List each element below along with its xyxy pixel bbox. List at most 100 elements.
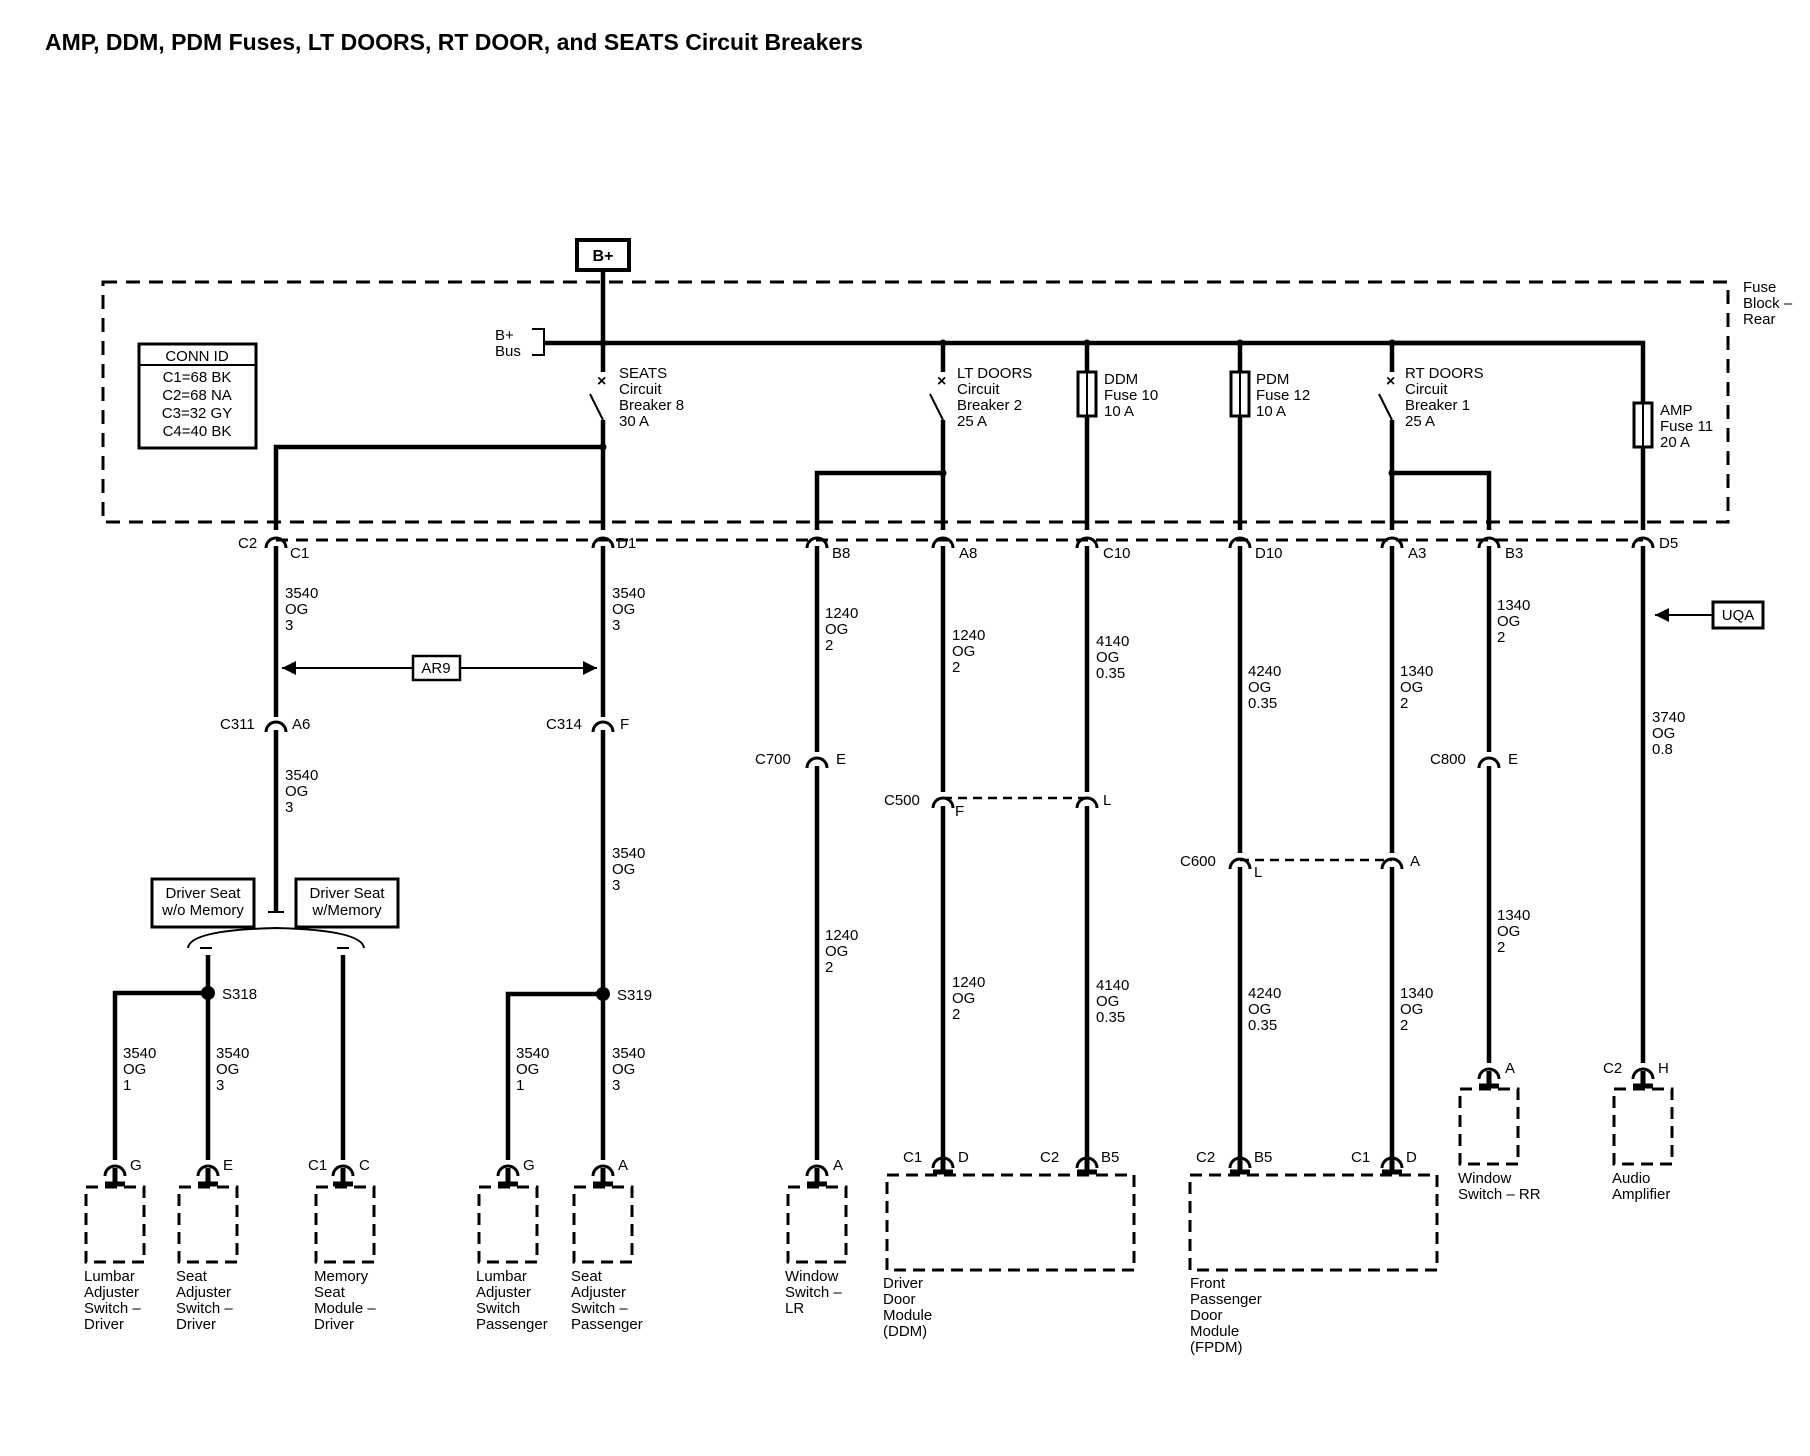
svg-text:Adjuster: Adjuster	[176, 1284, 231, 1301]
svg-text:×: ×	[937, 373, 946, 390]
svg-text:20 A: 20 A	[1660, 434, 1690, 451]
svg-text:OG: OG	[1248, 1001, 1271, 1018]
ar9-reference: AR9	[282, 654, 597, 682]
c314-label: C314	[546, 716, 582, 733]
svg-text:10 A: 10 A	[1104, 403, 1134, 420]
svg-text:1340: 1340	[1497, 907, 1530, 924]
svg-text:Door: Door	[883, 1291, 916, 1308]
wire-3540-lumbar-driver	[112, 990, 208, 1160]
wire-label: 3540 OG 3	[612, 845, 645, 894]
option-driver-seat-w-memory: Driver Seat w/Memory	[294, 877, 400, 929]
svg-text:Breaker 2: Breaker 2	[957, 397, 1022, 414]
svg-text:3: 3	[216, 1077, 224, 1094]
svg-text:Fuse 12: Fuse 12	[1256, 387, 1310, 404]
svg-text:B8: B8	[832, 545, 850, 562]
wire-label: 4240 OG 0.35	[1248, 663, 1281, 712]
svg-text:×: ×	[597, 373, 606, 390]
window-switch-rr	[1458, 1087, 1520, 1166]
svg-text:DDM: DDM	[1104, 371, 1138, 388]
svg-text:0.8: 0.8	[1652, 741, 1673, 758]
wire-label: 4140 OG 0.35	[1096, 633, 1129, 682]
c800-label: C800	[1430, 751, 1466, 768]
wire-label: 1240 OG 2	[952, 627, 985, 676]
pin-label: A6	[292, 716, 310, 733]
svg-text:3: 3	[285, 617, 293, 634]
svg-text:B3: B3	[1505, 545, 1523, 562]
svg-text:0.35: 0.35	[1096, 1009, 1125, 1026]
svg-text:1240: 1240	[952, 974, 985, 991]
svg-text:E: E	[223, 1157, 233, 1174]
svg-text:Driver Seat: Driver Seat	[165, 885, 241, 902]
svg-text:10 A: 10 A	[1256, 403, 1286, 420]
svg-text:RT DOORS: RT DOORS	[1405, 365, 1484, 382]
wire-label: 4240 OG 0.35 1340 OG 2	[1248, 985, 1433, 1034]
svg-text:Driver: Driver	[314, 1316, 354, 1333]
svg-text:Driver Seat: Driver Seat	[309, 885, 385, 902]
svg-text:A8: A8	[959, 545, 977, 562]
svg-text:Amplifier: Amplifier	[1612, 1186, 1670, 1203]
svg-text:AR9: AR9	[421, 660, 450, 677]
battery-source: B+	[575, 238, 631, 272]
svg-text:Switch –: Switch –	[176, 1300, 233, 1317]
svg-text:C2: C2	[1040, 1149, 1059, 1166]
wire-label: 1240 OG 2	[825, 927, 858, 976]
svg-text:D1: D1	[617, 535, 636, 552]
battery-source-label: B+	[593, 248, 614, 265]
s319-splice	[596, 987, 610, 1001]
svg-text:Audio: Audio	[1612, 1170, 1650, 1187]
wire-label: 1340 OG 2	[1400, 663, 1433, 712]
conn-id-row: C2=68 NA	[162, 387, 232, 404]
svg-text:D5: D5	[1659, 535, 1678, 552]
conn-id-table: CONN ID C1=68 BK C2=68 NA C3=32 GY C4=40…	[137, 342, 258, 450]
conn-id-row: C4=40 BK	[163, 423, 232, 440]
svg-text:Circuit: Circuit	[1405, 381, 1448, 398]
c700-label: C700	[755, 751, 791, 768]
svg-text:OG: OG	[1497, 613, 1520, 630]
svg-text:A: A	[618, 1157, 628, 1174]
bus-bracket	[532, 328, 545, 356]
conn-id-row: C1=68 BK	[163, 369, 232, 386]
svg-text:2: 2	[825, 637, 833, 654]
svg-text:4140: 4140	[1096, 977, 1129, 994]
svg-text:Module: Module	[883, 1307, 932, 1324]
svg-text:1340: 1340	[1400, 985, 1433, 1002]
svg-text:3: 3	[285, 799, 293, 816]
svg-text:OG: OG	[1652, 725, 1675, 742]
wire-label: 1240 OG 2 4140 OG 0.35	[952, 974, 1129, 1026]
svg-text:G: G	[130, 1157, 142, 1174]
fuse-block-pins: C2 C1 D1 B8 A8 C10 D10 A3 B3 D5	[238, 535, 1678, 562]
svg-text:C1: C1	[903, 1149, 922, 1166]
pin-label: E	[1508, 751, 1518, 768]
component-boxes	[84, 1087, 1674, 1272]
svg-text:OG: OG	[952, 643, 975, 660]
fuse-block-label: Block –	[1743, 295, 1793, 312]
svg-text:OG: OG	[612, 601, 635, 618]
svg-text:Adjuster: Adjuster	[84, 1284, 139, 1301]
audio-amplifier	[1612, 1087, 1674, 1166]
svg-text:Driver: Driver	[883, 1275, 923, 1292]
svg-text:1: 1	[123, 1077, 131, 1094]
bus-label: B+	[495, 327, 514, 344]
component-pin-stubs	[105, 1071, 1653, 1187]
svg-text:30 A: 30 A	[619, 413, 649, 430]
svg-text:C2: C2	[1196, 1149, 1215, 1166]
wire-label: 3540 OG 3	[612, 585, 645, 634]
svg-text:SEATS: SEATS	[619, 365, 667, 382]
svg-text:Passenger: Passenger	[571, 1316, 643, 1333]
svg-text:3540: 3540	[612, 845, 645, 862]
option-bracket	[187, 926, 365, 949]
svg-text:OG: OG	[285, 601, 308, 618]
s318-splice	[201, 986, 215, 1000]
svg-text:OG: OG	[285, 783, 308, 800]
svg-text:Window: Window	[1458, 1170, 1512, 1187]
svg-text:C: C	[359, 1157, 370, 1174]
svg-text:Module: Module	[1190, 1323, 1239, 1340]
svg-text:A: A	[1505, 1060, 1515, 1077]
svg-text:4240: 4240	[1248, 985, 1281, 1002]
bus-label: Bus	[495, 343, 521, 360]
memory-seat-module-driver	[314, 1185, 376, 1264]
seats-branch-wire	[273, 444, 603, 530]
svg-text:C2: C2	[238, 535, 257, 552]
seat-adjuster-switch-passenger	[572, 1185, 634, 1264]
svg-text:Fuse 11: Fuse 11	[1660, 418, 1713, 435]
